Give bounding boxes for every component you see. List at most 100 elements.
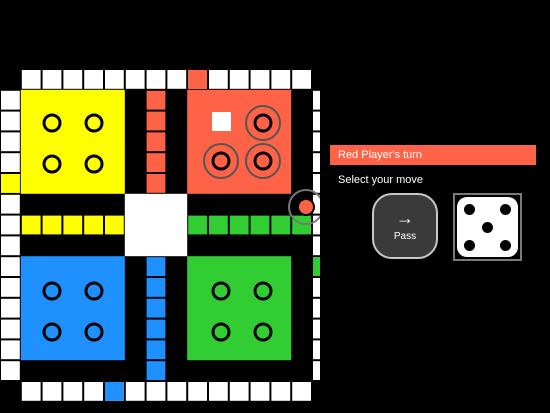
track-cell[interactable] <box>1 298 20 318</box>
yellow-pawn-spot[interactable] <box>42 113 62 133</box>
red-pawn[interactable] <box>253 113 273 133</box>
blue-home-column-cell[interactable] <box>146 278 166 297</box>
track-cell[interactable] <box>1 194 20 214</box>
blue-home-column-cell[interactable] <box>146 340 166 360</box>
green-entry-cell[interactable] <box>313 257 320 276</box>
track-cell[interactable] <box>229 70 249 89</box>
track-cell[interactable] <box>209 382 228 401</box>
green-pawn-spot[interactable] <box>211 322 231 342</box>
track-cell[interactable] <box>250 382 270 401</box>
green-home-column-cell[interactable] <box>229 215 249 235</box>
yellow-home-column-cell[interactable] <box>84 215 103 235</box>
blue-home-column-cell[interactable] <box>146 298 166 318</box>
track-cell[interactable] <box>188 382 207 401</box>
track-cell[interactable] <box>313 90 320 110</box>
track-cell[interactable] <box>313 361 320 380</box>
track-cell[interactable] <box>21 382 41 401</box>
track-cell[interactable] <box>313 319 320 339</box>
track-cell[interactable] <box>21 70 41 89</box>
yellow-home-column-cell[interactable] <box>63 215 83 235</box>
arrow-right-icon: → <box>396 207 414 228</box>
yellow-entry-cell[interactable] <box>1 174 20 193</box>
track-cell[interactable] <box>167 382 187 401</box>
track-cell[interactable] <box>292 70 311 89</box>
track-cell[interactable] <box>125 382 145 401</box>
green-pawn-spot[interactable] <box>253 281 273 301</box>
track-cell[interactable] <box>313 340 320 360</box>
track-cell[interactable] <box>1 257 20 276</box>
yellow-home-column-cell[interactable] <box>42 215 62 235</box>
blue-pawn-spot[interactable] <box>42 322 62 342</box>
yellow-pawn-spot[interactable] <box>84 154 104 174</box>
track-cell[interactable] <box>1 236 20 256</box>
green-pawn-spot[interactable] <box>253 322 273 342</box>
track-cell[interactable] <box>1 278 20 297</box>
track-cell[interactable] <box>1 153 20 172</box>
track-cell[interactable] <box>1 319 20 339</box>
track-cell[interactable] <box>42 70 62 89</box>
red-entry-cell[interactable] <box>188 70 207 89</box>
red-pawn[interactable] <box>253 151 273 171</box>
track-cell[interactable] <box>146 70 166 89</box>
dice-pip <box>463 239 475 251</box>
green-pawn-spot[interactable] <box>211 281 231 301</box>
dice-button[interactable] <box>453 193 522 261</box>
green-home-column-cell[interactable] <box>292 215 311 235</box>
track-cell[interactable] <box>1 111 20 131</box>
track-cell[interactable] <box>313 215 320 235</box>
green-home-column-cell[interactable] <box>271 215 291 235</box>
track-cell[interactable] <box>42 382 62 401</box>
track-cell[interactable] <box>313 236 320 256</box>
track-cell[interactable] <box>292 382 311 401</box>
blue-home-column-cell[interactable] <box>146 319 166 339</box>
track-cell[interactable] <box>313 153 320 172</box>
track-cell[interactable] <box>84 382 103 401</box>
blue-pawn-spot[interactable] <box>84 281 104 301</box>
track-cell[interactable] <box>63 70 83 89</box>
red-empty-slot <box>212 112 231 131</box>
track-cell[interactable] <box>271 70 291 89</box>
red-pawn-on-track[interactable] <box>297 198 315 216</box>
track-cell[interactable] <box>63 382 83 401</box>
yellow-pawn-spot[interactable] <box>84 113 104 133</box>
pass-button[interactable]: → Pass <box>372 193 438 259</box>
blue-pawn-spot[interactable] <box>42 281 62 301</box>
green-home-column-cell[interactable] <box>188 215 207 235</box>
track-cell[interactable] <box>167 70 187 89</box>
track-cell[interactable] <box>146 382 166 401</box>
track-cell[interactable] <box>229 382 249 401</box>
track-cell[interactable] <box>84 70 103 89</box>
track-cell[interactable] <box>1 90 20 110</box>
track-cell[interactable] <box>313 278 320 297</box>
red-home-column-cell[interactable] <box>146 153 166 172</box>
track-cell[interactable] <box>105 70 124 89</box>
green-home-column-cell[interactable] <box>250 215 270 235</box>
track-cell[interactable] <box>125 70 145 89</box>
red-pawn[interactable] <box>211 151 231 171</box>
blue-home-column-cell[interactable] <box>146 257 166 276</box>
track-cell[interactable] <box>271 382 291 401</box>
track-cell[interactable] <box>313 298 320 318</box>
track-cell[interactable] <box>313 132 320 152</box>
track-cell[interactable] <box>313 194 320 214</box>
track-cell[interactable] <box>1 215 20 235</box>
red-home-column-cell[interactable] <box>146 111 166 131</box>
track-cell[interactable] <box>1 361 20 380</box>
track-cell[interactable] <box>209 70 228 89</box>
blue-entry-cell[interactable] <box>105 382 124 401</box>
track-cell[interactable] <box>1 132 20 152</box>
yellow-home-column-cell[interactable] <box>105 215 124 235</box>
yellow-home-column-cell[interactable] <box>21 215 41 235</box>
track-cell[interactable] <box>313 111 320 131</box>
track-cell[interactable] <box>313 174 320 193</box>
blue-home-column-cell[interactable] <box>146 361 166 380</box>
yellow-pawn-spot[interactable] <box>42 154 62 174</box>
green-home-column-cell[interactable] <box>209 215 228 235</box>
track-cell[interactable] <box>1 340 20 360</box>
track-cell[interactable] <box>250 70 270 89</box>
red-home-column-cell[interactable] <box>146 90 166 110</box>
red-pawn-ring <box>245 143 281 179</box>
red-home-column-cell[interactable] <box>146 174 166 193</box>
red-home-column-cell[interactable] <box>146 132 166 152</box>
blue-pawn-spot[interactable] <box>84 322 104 342</box>
